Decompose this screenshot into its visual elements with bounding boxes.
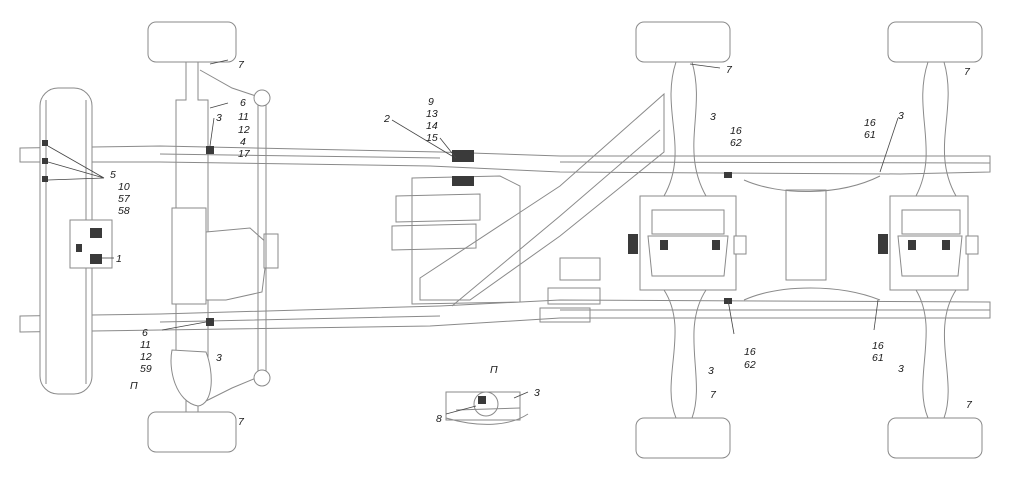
middle-axle [628,22,746,458]
callout-7: 7 [238,59,245,71]
callout-5: 5 [110,169,116,181]
callout-61: 61 [864,129,876,141]
callout-1: 1 [116,253,122,265]
callout-3: 3 [898,110,904,122]
callout-15: 15 [426,132,438,144]
callout-61: 61 [872,352,884,364]
callout-7: 7 [710,389,717,401]
rear-axle [878,22,982,458]
callout-58: 58 [118,205,130,217]
callout-7: 7 [964,66,971,78]
callout-16: 16 [864,117,876,129]
callout-11: 11 [238,111,249,123]
leader-lines [48,60,898,414]
callout-3: 3 [710,111,716,123]
callout-3: 3 [216,112,222,124]
callout-2: 2 [383,113,390,125]
callout-7: 7 [726,64,733,76]
callout-3: 3 [534,387,540,399]
view-label-p: П [490,364,498,376]
callout-62: 62 [744,359,756,371]
callout-62: 62 [730,137,742,149]
front-axle [148,22,278,452]
callout-4: 4 [240,136,246,148]
callout-7: 7 [238,416,245,428]
callout-10: 10 [118,181,130,193]
callout-labels: 7 7 7 7 7 7 6 3 11 12 4 17 2 9 13 14 15 … [110,59,973,428]
callout-9: 9 [428,96,434,108]
callout-16: 16 [730,125,742,137]
callout-6: 6 [142,327,148,339]
callout-11: 11 [140,339,151,351]
spare-wheel [40,88,112,394]
callout-13: 13 [426,108,438,120]
callout-8: 8 [436,413,442,425]
callout-16: 16 [744,346,756,358]
callout-3: 3 [216,352,222,364]
callout-3: 3 [708,365,714,377]
callout-59: 59 [140,363,152,375]
callout-3: 3 [898,363,904,375]
callout-17: 17 [238,148,251,160]
detail-view-p [446,392,528,424]
callout-6: 6 [240,97,246,109]
frame-rails [20,146,990,332]
callout-14: 14 [426,120,438,132]
callout-12: 12 [238,124,250,136]
callout-7: 7 [966,399,973,411]
cross-member [744,176,880,300]
callout-57: 57 [118,193,131,205]
center-structure [392,94,664,322]
view-label-p: П [130,380,138,392]
callout-16: 16 [872,340,884,352]
callout-12: 12 [140,351,152,363]
